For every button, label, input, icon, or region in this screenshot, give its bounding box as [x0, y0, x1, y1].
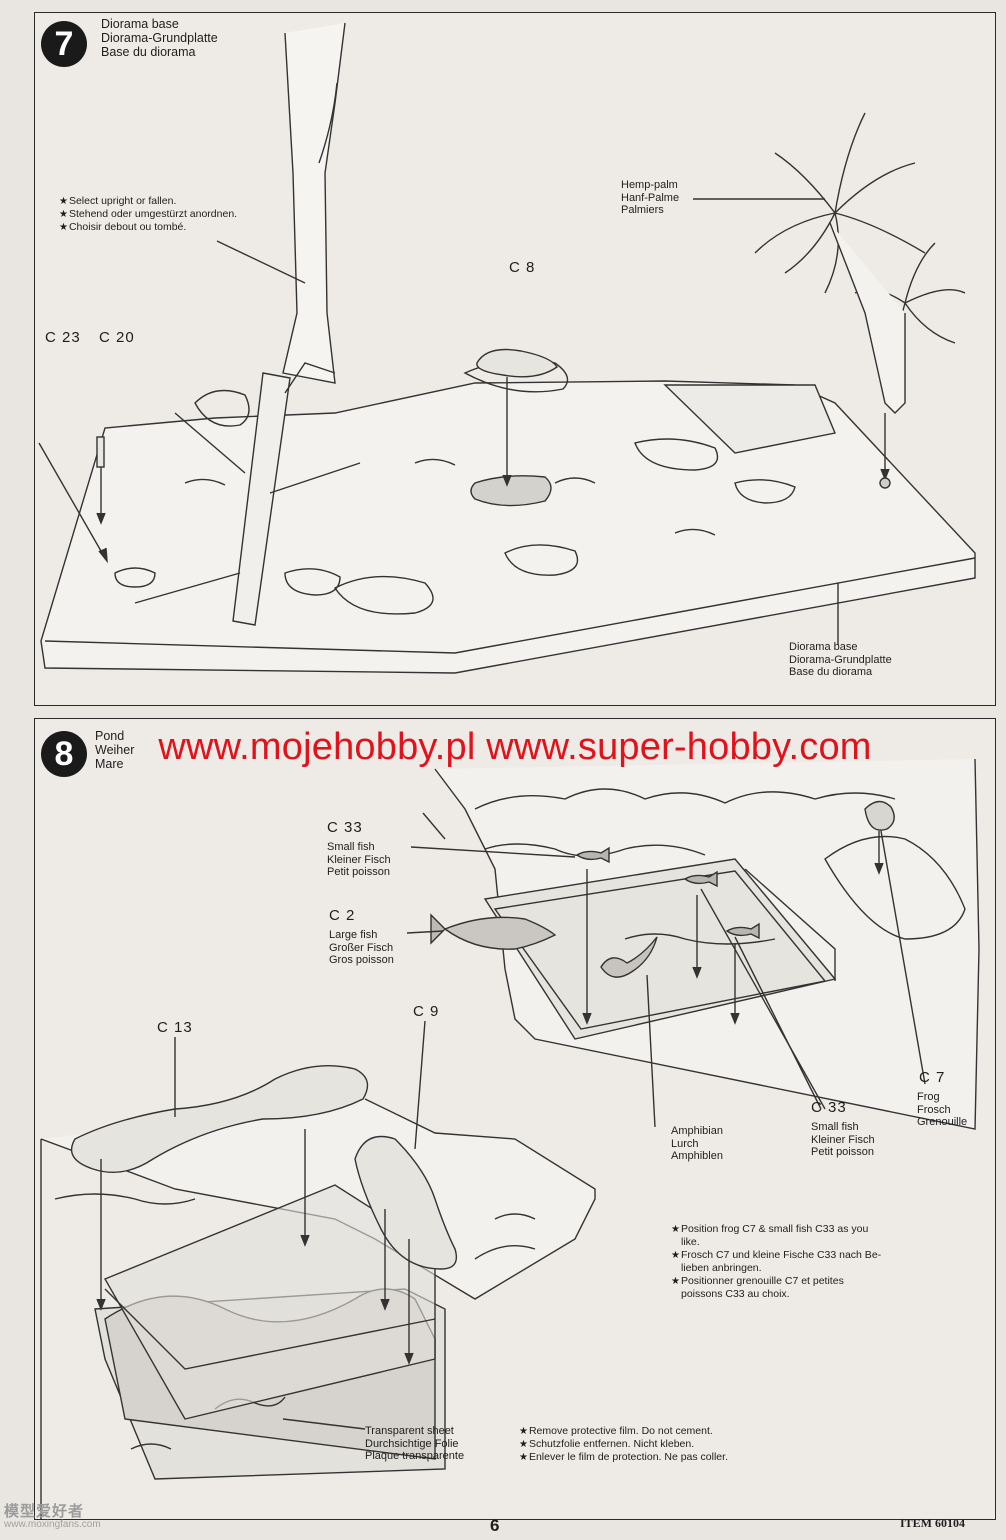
title-de: Diorama-Grundplatte	[101, 31, 218, 45]
part-c8: C 8	[509, 259, 536, 276]
diorama-base-drawing	[38, 22, 976, 674]
select-upright-note: Select upright or fallen. Stehend oder u…	[59, 195, 237, 234]
diorama-base-label: Diorama base Diorama-Grundplatte Base du…	[789, 641, 892, 678]
corner-watermark: 模型爱好者	[4, 1503, 85, 1520]
corner-watermark-url: www.moxingfans.com	[4, 1519, 101, 1530]
remove-film-note: Remove protective film. Do not cement. S…	[519, 1425, 728, 1464]
step7-title: Diorama base Diorama-Grundplatte Base du…	[101, 17, 218, 59]
part-c33-bottom: C 33	[811, 1099, 847, 1116]
step-number-7: 7	[41, 21, 87, 67]
title-fr: Mare	[95, 757, 124, 771]
part-c13: C 13	[157, 1019, 193, 1036]
title-en: Pond	[95, 729, 125, 743]
part-c33-top: C 33	[327, 819, 363, 836]
step7-panel: 7 Diorama base Diorama-Grundplatte Base …	[34, 12, 996, 706]
title-fr: Base du diorama	[101, 45, 196, 59]
transparent-sheet-label: Transparent sheet Durchsichtige Folie Pl…	[365, 1425, 465, 1462]
position-frog-note: Position frog C7 & small fish C33 as you…	[671, 1223, 961, 1301]
part-c20: C 20	[99, 329, 135, 346]
hemp-palm-label: Hemp-palm Hanf-Palme Palmiers	[621, 179, 680, 216]
amphibian-label: Amphibian Lurch Amphiblen	[671, 1125, 723, 1162]
step8-title: Pond Weiher Mare	[95, 729, 134, 771]
step-number-8: 8	[41, 731, 87, 777]
large-fish-label: Large fish Großer Fisch Gros poisson	[329, 929, 394, 966]
part-c23: C 23	[45, 329, 81, 346]
title-de: Weiher	[95, 743, 135, 757]
part-c7: C 7	[919, 1069, 946, 1086]
pond-assembly-drawing	[40, 758, 980, 1519]
title-en: Diorama base	[101, 17, 179, 31]
page-number: 6	[490, 1516, 500, 1535]
part-c9: C 9	[413, 1003, 440, 1020]
small-fish-label-top: Small fish Kleiner Fisch Petit poisson	[327, 841, 391, 878]
item-code: ITEM 60104	[900, 1516, 966, 1530]
part-c2: C 2	[329, 907, 356, 924]
step8-panel: 8 Pond Weiher Mare C 33 Small fish Klein…	[34, 718, 996, 1520]
small-fish-label-bottom: Small fish Kleiner Fisch Petit poisson	[811, 1121, 875, 1158]
frog-label: Frog Frosch Grenouille	[917, 1091, 968, 1128]
watermark-text: www.mojehobby.pl www.super-hobby.com	[158, 726, 872, 768]
